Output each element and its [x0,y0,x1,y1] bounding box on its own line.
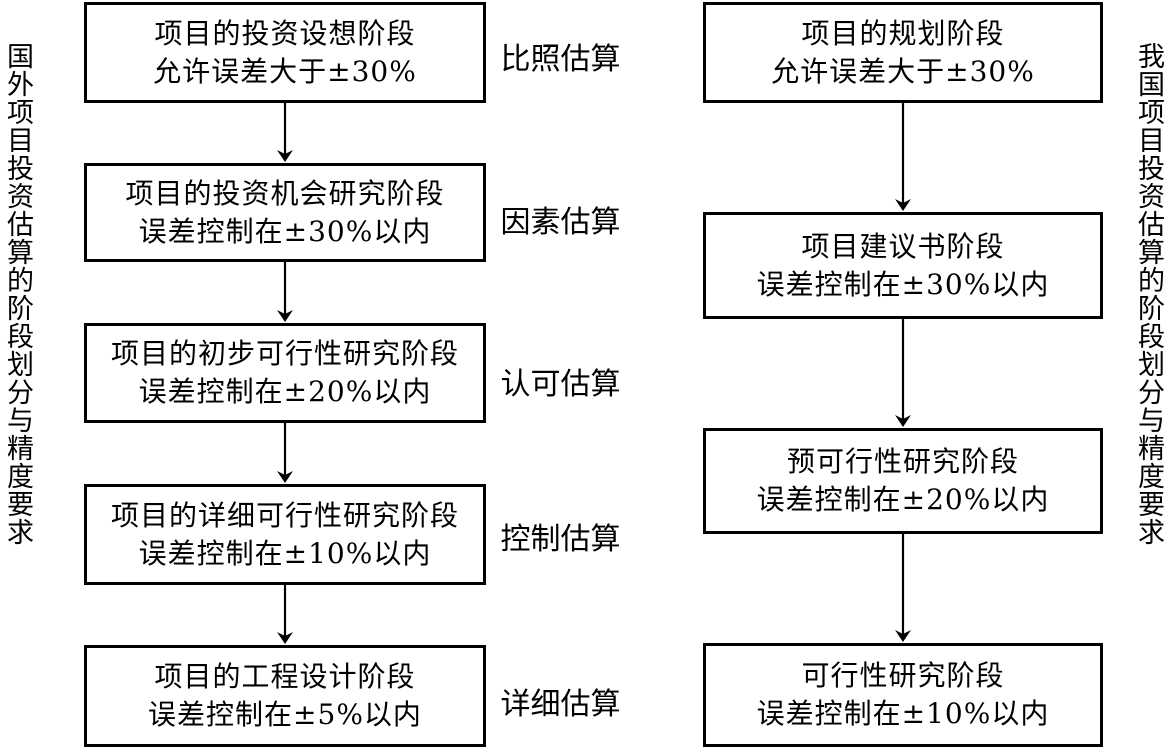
right-stage-box-2: 项目建议书阶段 误差控制在±30%以内 [703,212,1103,319]
right-stage-box-4: 可行性研究阶段 误差控制在±10%以内 [703,643,1103,747]
precision-label: 允许误差大于±30% [771,54,1035,88]
precision-label: 误差控制在±10%以内 [138,536,432,570]
precision-label: 允许误差大于±30% [153,54,417,88]
right-stage-box-1: 项目的规划阶段 允许误差大于±30% [703,2,1103,103]
stage-label: 项目的详细可行性研究阶段 [110,498,459,532]
precision-label: 误差控制在±20%以内 [756,483,1050,516]
stage-label: 项目的初步可行性研究阶段 [110,337,459,370]
stage-label: 项目的投资机会研究阶段 [125,176,445,210]
estimate-label-2: 因素估算 [500,205,621,240]
left-vertical-title: 国外项目投资估算的阶段划分与精度要求 [2,42,33,546]
left-stage-box-3: 项目的初步可行性研究阶段 误差控制在±20%以内 [84,323,486,423]
stage-label: 项目的投资设想阶段 [154,16,416,50]
right-stage-box-3: 预可行性研究阶段 误差控制在±20%以内 [703,428,1103,534]
precision-label: 误差控制在±5%以内 [148,698,422,731]
precision-label: 误差控制在±10%以内 [756,697,1050,730]
precision-label: 误差控制在±30%以内 [756,267,1050,301]
stage-label: 可行性研究阶段 [801,659,1005,692]
estimate-label-3: 认可估算 [500,367,621,402]
stage-label: 预可行性研究阶段 [786,445,1019,478]
left-stage-box-4: 项目的详细可行性研究阶段 误差控制在±10%以内 [84,484,486,585]
stage-label: 项目的工程设计阶段 [154,660,416,693]
precision-label: 误差控制在±20%以内 [138,375,432,408]
estimate-label-4: 控制估算 [500,522,621,557]
stage-label: 项目建议书阶段 [801,229,1005,263]
estimate-label-1: 比照估算 [500,42,621,77]
precision-label: 误差控制在±30%以内 [138,214,432,248]
left-stage-box-2: 项目的投资机会研究阶段 误差控制在±30%以内 [84,163,486,262]
left-stage-box-5: 项目的工程设计阶段 误差控制在±5%以内 [84,645,486,747]
estimate-label-5: 详细估算 [500,687,621,722]
left-stage-box-1: 项目的投资设想阶段 允许误差大于±30% [84,2,486,103]
stage-label: 项目的规划阶段 [801,16,1005,50]
right-vertical-title: 我国项目投资估算的阶段划分与精度要求 [1133,42,1164,546]
